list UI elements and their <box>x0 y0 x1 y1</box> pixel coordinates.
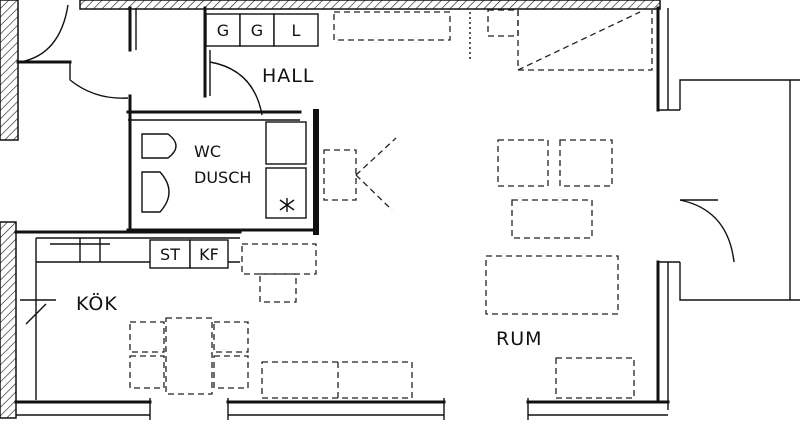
kitchen-appliances: ST KF <box>50 238 229 269</box>
stove <box>149 239 191 269</box>
left-lower-wall <box>0 221 17 419</box>
cabinet-g1 <box>205 13 241 47</box>
cabinet-g2-label: G <box>251 21 263 40</box>
room-labels: HALL WC DUSCH KÖK RUM <box>76 65 543 350</box>
cabinet-l-label: L <box>292 21 301 40</box>
top-wall <box>79 0 661 10</box>
cabinet-g1-label: G <box>217 21 229 40</box>
outer-walls <box>0 0 670 420</box>
fridge-label: KF <box>199 245 219 264</box>
room-label-kok: KÖK <box>76 292 118 315</box>
room-label-wc: WC <box>194 142 221 161</box>
left-upper-wall <box>0 0 19 141</box>
furniture <box>129 9 653 399</box>
interior-walls <box>14 4 319 400</box>
room-label-hall: HALL <box>262 65 314 87</box>
fridge <box>189 239 229 269</box>
hall-storage: G G L <box>205 11 451 47</box>
room-label-rum: RUM <box>496 328 543 350</box>
stove-label: ST <box>160 245 180 264</box>
cabinet-l <box>273 13 319 47</box>
room-label-dusch: DUSCH <box>194 168 251 187</box>
hall-shelf <box>333 11 451 41</box>
balcony <box>658 79 800 301</box>
